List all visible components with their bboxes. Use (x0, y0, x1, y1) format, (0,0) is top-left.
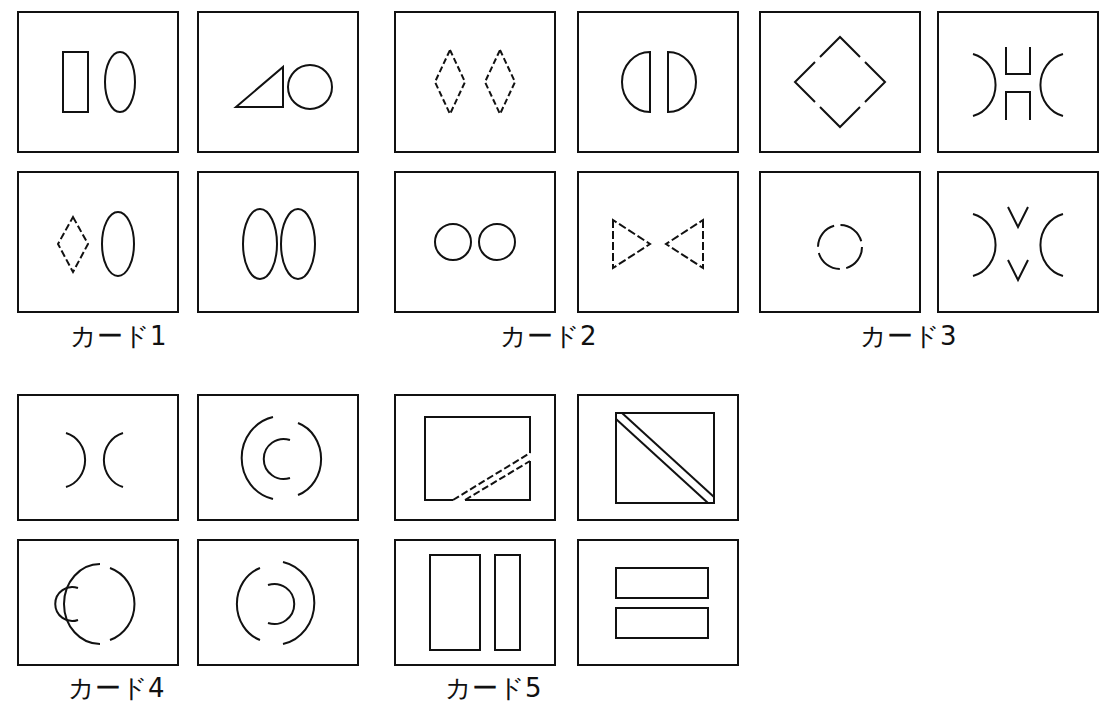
card-panel (760, 12, 920, 152)
card-panel (760, 172, 920, 312)
card-panel (18, 395, 178, 520)
card-panel (578, 395, 738, 520)
card-panel (395, 540, 555, 665)
card-panel (395, 172, 555, 312)
card-panel (395, 395, 555, 520)
card-panel (198, 172, 358, 312)
card-panel (395, 12, 555, 152)
card-label: カード4 (68, 674, 165, 703)
card-panel (938, 12, 1098, 152)
card-panel (198, 12, 358, 152)
card-label: カード2 (500, 322, 597, 351)
card-panel (578, 172, 738, 312)
card-panel (938, 172, 1098, 312)
card-panel (198, 395, 358, 520)
card-panel (18, 172, 178, 312)
card-panel (198, 540, 358, 665)
card-label: カード1 (70, 322, 167, 351)
card-label: カード3 (860, 322, 957, 351)
card-panel (578, 12, 738, 152)
card-panel (578, 540, 738, 665)
card-panel (18, 12, 178, 152)
card-label: カード5 (445, 674, 542, 703)
card-panel (18, 540, 178, 665)
